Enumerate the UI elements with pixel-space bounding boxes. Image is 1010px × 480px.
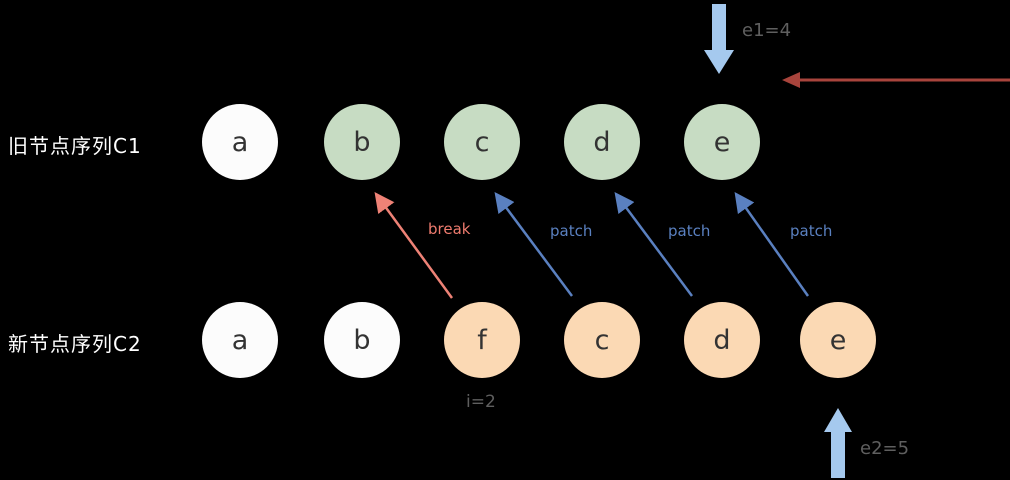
new-node-f: f [444, 302, 520, 378]
old-node-c: c [444, 104, 520, 180]
patch-arrow-label-e: patch [790, 222, 833, 240]
new-node-a: a [202, 302, 278, 378]
new-node-b: b [324, 302, 400, 378]
old-sequence-label: 旧节点序列C1 [8, 134, 142, 158]
break-arrow-icon [374, 191, 454, 299]
patch-arrow-d-icon [614, 191, 694, 297]
new-node-e: e [800, 302, 876, 378]
old-node-b: b [324, 104, 400, 180]
e2-annotation: e2=5 [860, 438, 910, 459]
old-node-a: a [202, 104, 278, 180]
new-node-d: d [684, 302, 760, 378]
e1-pointer-arrow-icon [704, 4, 734, 74]
e1-annotation: e1=4 [742, 20, 792, 41]
patch-arrow-label-c: patch [550, 222, 593, 240]
patch-arrow-e-icon [734, 191, 810, 297]
new-sequence-label: 新节点序列C2 [8, 332, 142, 356]
old-node-e: e [684, 104, 760, 180]
new-node-c: c [564, 302, 640, 378]
old-node-d: d [564, 104, 640, 180]
patch-arrow-c-icon [494, 191, 574, 297]
break-arrow-label: break [428, 220, 471, 238]
index-annotation: i=2 [466, 392, 496, 412]
patch-arrow-label-d: patch [668, 222, 711, 240]
e2-pointer-arrow-icon [824, 408, 852, 478]
right-to-left-arrow-icon [782, 72, 1010, 88]
